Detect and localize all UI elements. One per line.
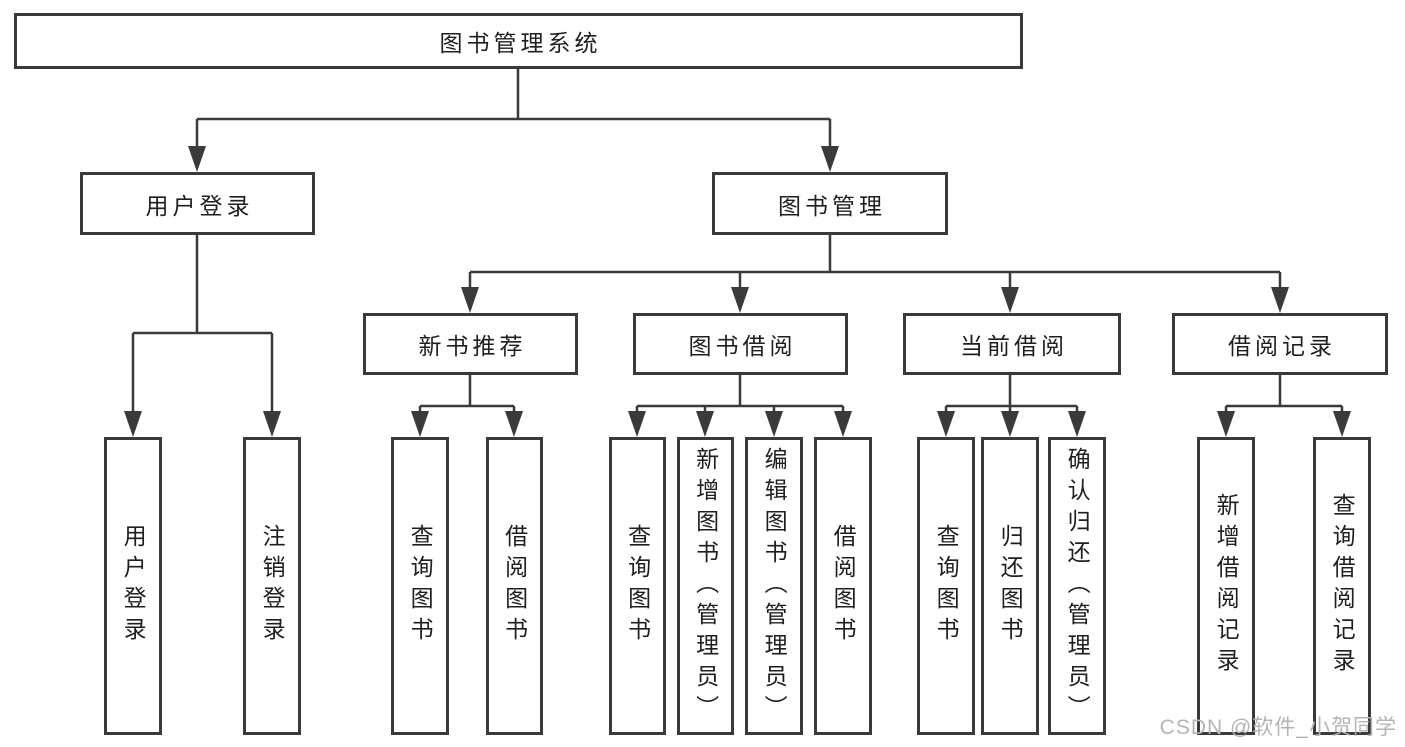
leaf-return-book: 归还图书 [981, 437, 1039, 735]
leaf-borrow-books-1-label: 借阅图书 [501, 524, 528, 648]
node-new-book-recommend-label: 新书推荐 [418, 333, 527, 359]
connector-current-borrow-split [944, 375, 1079, 411]
arrowhead [731, 287, 749, 313]
arrowhead [765, 411, 783, 437]
leaf-query-books-1-label: 查询图书 [407, 524, 434, 648]
leaf-user-login-label: 用户登录 [120, 524, 147, 648]
leaf-confirm-return-admin: 确认归还（管理员） [1048, 437, 1106, 735]
leaf-query-borrow-record: 查询借阅记录 [1313, 437, 1371, 735]
leaf-add-book-admin-label: 新增图书（管理员） [692, 446, 719, 726]
arrowhead [821, 146, 839, 172]
node-book-management-label: 图书管理 [778, 192, 886, 219]
node-current-borrow: 当前借阅 [903, 313, 1121, 375]
leaf-add-book-admin: 新增图书（管理员） [677, 437, 734, 735]
arrowhead-group [124, 146, 1351, 437]
node-book-borrow: 图书借阅 [633, 313, 848, 375]
arrowhead [1217, 411, 1235, 437]
arrowhead [937, 411, 955, 437]
arrowhead [1333, 411, 1351, 437]
node-borrow-records-label: 借阅记录 [1228, 333, 1336, 359]
leaf-query-books-3-label: 查询图书 [933, 524, 960, 648]
arrowhead [1001, 287, 1019, 313]
leaf-borrow-books-2-label: 借阅图书 [830, 524, 857, 648]
leaf-confirm-return-admin-label: 确认归还（管理员） [1064, 446, 1091, 726]
connector-user-login-split [131, 235, 274, 411]
connector-new-book-split [418, 375, 516, 411]
arrowhead [188, 146, 206, 172]
arrowhead [505, 411, 523, 437]
leaf-query-borrow-record-label: 查询借阅记录 [1329, 493, 1356, 679]
node-user-login-label: 用户登录 [145, 192, 254, 219]
leaf-add-borrow-record-label: 新增借阅记录 [1213, 493, 1240, 679]
watermark: CSDN @软件_小贺同学 [1159, 716, 1397, 739]
leaf-query-books-2: 查询图书 [609, 437, 666, 735]
node-book-management: 图书管理 [712, 172, 948, 235]
leaf-borrow-books-1: 借阅图书 [486, 437, 543, 735]
arrowhead [411, 411, 429, 437]
leaf-edit-book-admin: 编辑图书（管理员） [745, 437, 803, 735]
arrowhead [124, 411, 142, 437]
node-book-borrow-label: 图书借阅 [688, 333, 797, 359]
connector-borrow-records-split [1224, 375, 1344, 411]
node-user-login: 用户登录 [80, 172, 315, 235]
node-new-book-recommend: 新书推荐 [363, 313, 578, 375]
leaf-logout: 注销登录 [243, 437, 301, 735]
arrowhead [696, 411, 714, 437]
connector-book-borrow-split [635, 375, 845, 411]
connector-root-split [195, 69, 832, 146]
node-root: 图书管理系统 [14, 13, 1023, 69]
arrowhead [1068, 411, 1086, 437]
leaf-query-books-2-label: 查询图书 [624, 524, 651, 648]
node-current-borrow-label: 当前借阅 [960, 333, 1068, 359]
arrowhead [628, 411, 646, 437]
connector-book-management-split [468, 235, 1282, 287]
arrowhead [263, 411, 281, 437]
node-root-label: 图书管理系统 [439, 30, 602, 56]
leaf-edit-book-admin-label: 编辑图书（管理员） [761, 446, 788, 726]
node-borrow-records: 借阅记录 [1172, 313, 1388, 375]
arrowhead [834, 411, 852, 437]
leaf-add-borrow-record: 新增借阅记录 [1197, 437, 1255, 735]
arrowhead [1271, 287, 1289, 313]
arrowhead [461, 287, 479, 313]
leaf-query-books-1: 查询图书 [391, 437, 449, 735]
leaf-logout-label: 注销登录 [259, 524, 286, 648]
leaf-return-book-label: 归还图书 [997, 524, 1024, 648]
leaf-query-books-3: 查询图书 [917, 437, 975, 735]
leaf-borrow-books-2: 借阅图书 [814, 437, 872, 735]
arrowhead [1001, 411, 1019, 437]
leaf-user-login: 用户登录 [104, 437, 162, 735]
